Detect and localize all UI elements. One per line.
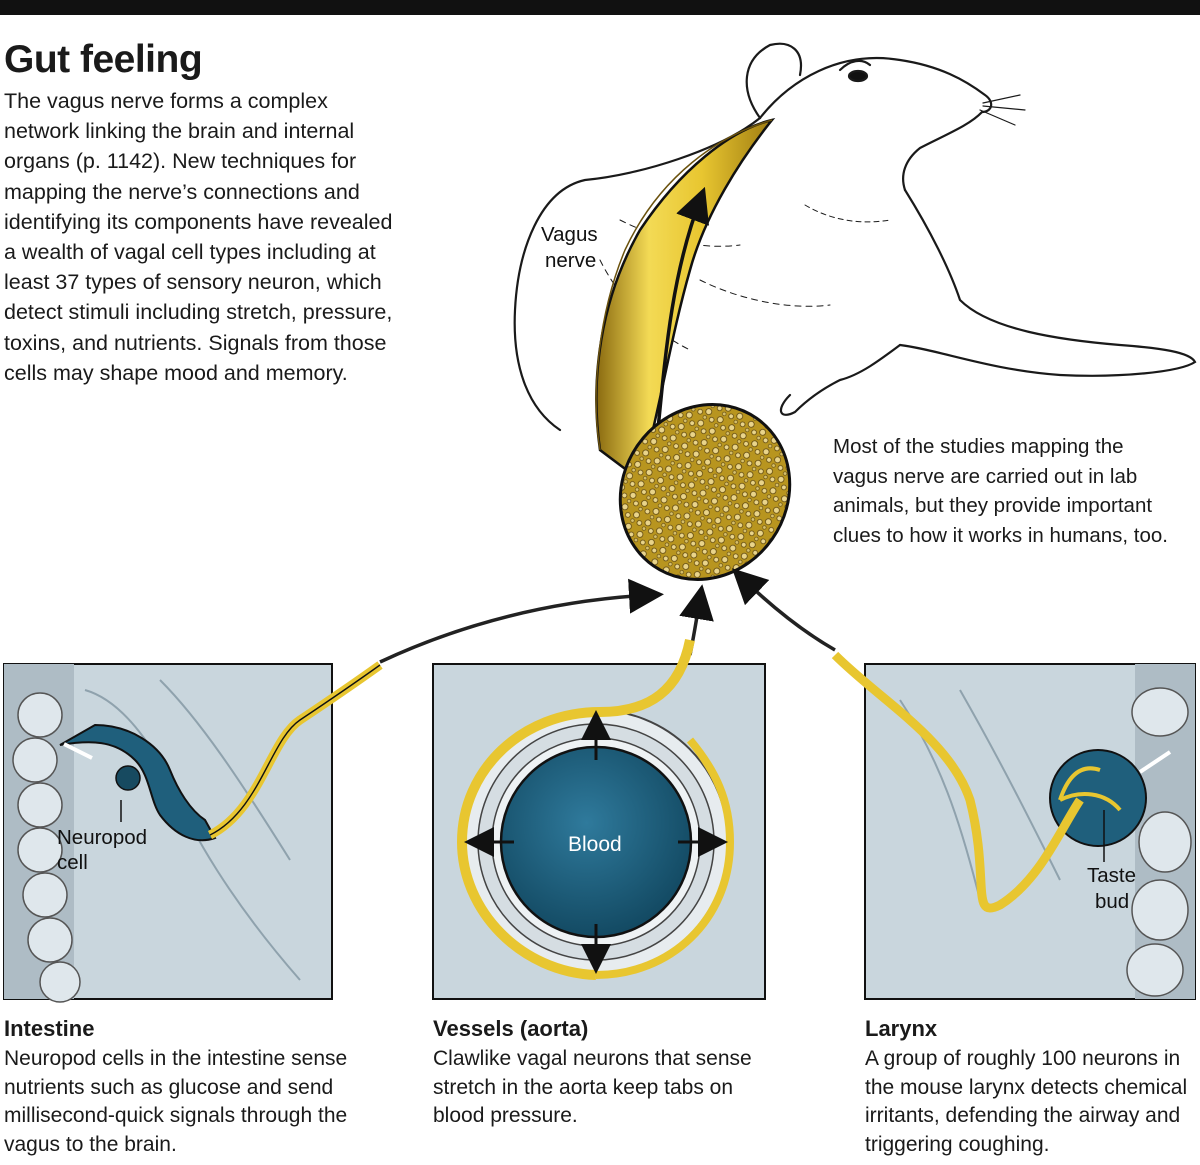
neuropod-label-line1: Neuropod <box>57 826 147 849</box>
vagus-label-line2: nerve <box>545 249 596 272</box>
larynx-arrow <box>731 568 836 652</box>
larynx-heading: Larynx <box>865 1016 938 1041</box>
nerve-cross-section <box>618 403 792 581</box>
intestine-panel <box>3 661 383 1003</box>
blood-label: Blood <box>568 833 622 856</box>
aorta-text: Clawlike vagal neurons that sense stretc… <box>433 1047 752 1127</box>
intestine-arrow <box>379 578 664 664</box>
larynx-panel <box>831 651 1196 1000</box>
aorta-heading: Vessels (aorta) <box>433 1016 589 1041</box>
aorta-panel <box>432 638 766 1000</box>
vagus-label-line1: Vagus <box>541 223 598 246</box>
vagus-nerve-illustration <box>595 117 776 483</box>
larynx-text: A group of roughly 100 neurons in the mo… <box>865 1047 1188 1156</box>
intestine-heading: Intestine <box>4 1016 95 1041</box>
side-note: Most of the studies mapping the vagus ne… <box>833 435 1168 547</box>
intro-paragraph: The vagus nerve forms a complex network … <box>4 89 393 385</box>
page-title: Gut feeling <box>4 38 203 81</box>
taste-bud-label-line1: Taste <box>1087 864 1136 887</box>
intestine-text: Neuropod cells in the intestine sense nu… <box>4 1047 348 1156</box>
taste-bud-label-line2: bud <box>1095 890 1129 913</box>
neuropod-label-line2: cell <box>57 851 88 874</box>
top-rule <box>0 0 1200 15</box>
rat-illustration <box>513 42 1197 432</box>
